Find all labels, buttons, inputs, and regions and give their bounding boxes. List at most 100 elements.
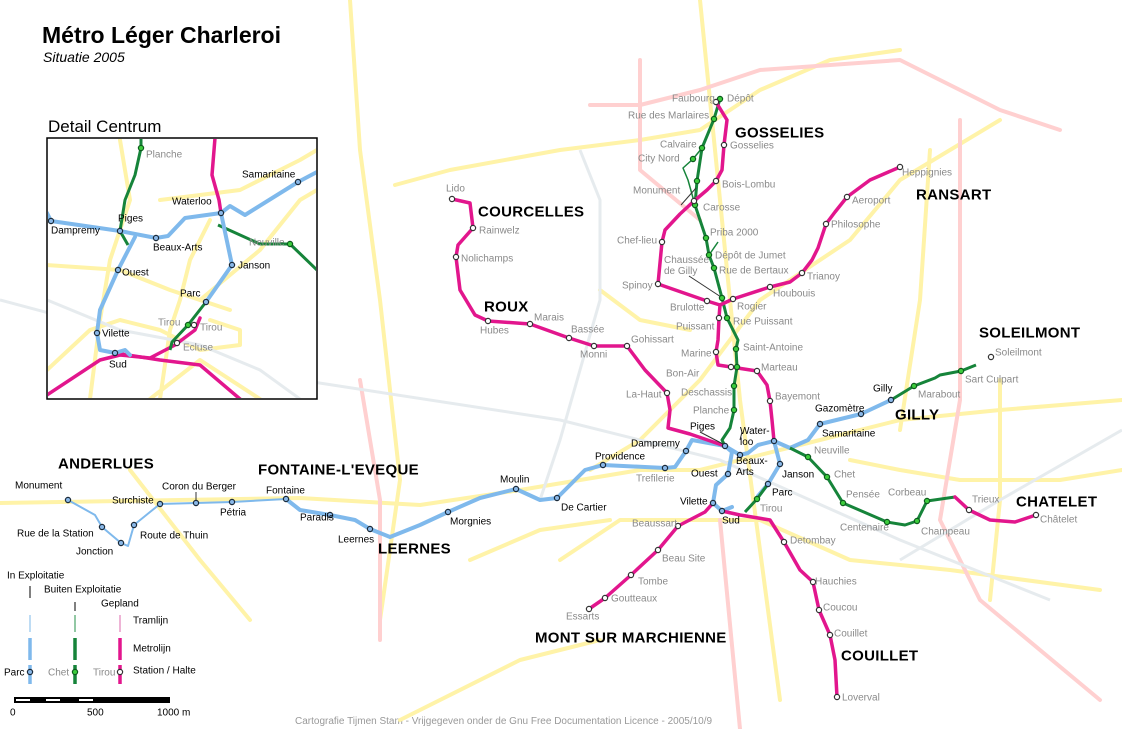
station-marker-icon[interactable]	[689, 155, 697, 163]
station-marker-icon[interactable]	[710, 264, 718, 272]
station-marker-icon[interactable]	[526, 320, 534, 328]
station-marker-icon[interactable]	[627, 571, 635, 579]
station-marker-icon[interactable]	[152, 234, 160, 242]
station[interactable]	[733, 363, 741, 371]
station-marker-icon[interactable]	[987, 353, 995, 361]
station-marker-icon[interactable]	[512, 485, 520, 493]
station-marker-icon[interactable]	[843, 193, 851, 201]
station-moulin[interactable]: Moulin	[500, 474, 529, 493]
station-tombe[interactable]: Tombe	[627, 571, 668, 587]
station-marker-icon[interactable]	[690, 197, 698, 205]
station-loverval[interactable]: Loverval	[833, 692, 880, 703]
station-marker-icon[interactable]	[816, 420, 824, 428]
station-faubourg[interactable]: Faubourg	[672, 93, 720, 106]
station[interactable]	[690, 197, 698, 205]
station-monni[interactable]: Monni	[580, 342, 607, 360]
station-marlaires[interactable]: Rue des Marlaires	[628, 110, 718, 123]
station-marine[interactable]: Marine	[681, 348, 720, 359]
station-bayemont[interactable]: Bayemont	[766, 391, 820, 405]
station-couillet[interactable]: Couillet	[826, 628, 868, 639]
station-marker-icon[interactable]	[730, 406, 738, 414]
station-marker-icon[interactable]	[282, 495, 290, 503]
station-sart-culpart[interactable]: Sart Culpart	[957, 367, 1019, 385]
station-houbouis[interactable]: Houbouis	[766, 283, 815, 299]
station-marker-icon[interactable]	[184, 321, 192, 329]
station-marker-icon[interactable]	[553, 494, 561, 502]
station-dampremy[interactable]: Dampremy	[631, 438, 690, 455]
station-samaritaine[interactable]: Samaritaine	[816, 420, 876, 439]
station-rogier[interactable]: Rogier	[729, 295, 767, 312]
station-marker-icon[interactable]	[156, 500, 164, 508]
station-rue-station[interactable]: Rue de la Station	[17, 523, 106, 539]
station-marker-icon[interactable]	[286, 240, 294, 248]
station-marker-icon[interactable]	[294, 178, 302, 186]
station-marker-icon[interactable]	[913, 517, 921, 525]
station-bon-air[interactable]: Bon-Air	[666, 363, 735, 379]
station-marker-icon[interactable]	[957, 367, 965, 375]
station-marker-icon[interactable]	[217, 209, 225, 217]
station-chatelet[interactable]: Châtelet	[1032, 511, 1077, 525]
station-marker-icon[interactable]	[654, 546, 662, 554]
station-marker-icon[interactable]	[733, 363, 741, 371]
station-rainwelz[interactable]: Rainwelz	[469, 224, 520, 236]
station-sud[interactable]: Sud	[718, 507, 740, 526]
station-marker-icon[interactable]	[444, 508, 452, 516]
station-marker-icon[interactable]	[804, 453, 812, 461]
station-marker-icon[interactable]	[709, 499, 717, 507]
station-marker-icon[interactable]	[116, 227, 124, 235]
station-providence[interactable]: Providence	[595, 451, 645, 469]
station-marker-icon[interactable]	[965, 506, 973, 514]
station-marker-icon[interactable]	[326, 511, 334, 519]
station-marker-icon[interactable]	[712, 98, 720, 106]
station-marker-icon[interactable]	[710, 115, 718, 123]
station-marker-icon[interactable]	[654, 280, 662, 288]
station-marker-icon[interactable]	[599, 461, 607, 469]
station-marker-icon[interactable]	[202, 298, 210, 306]
station-marker-icon[interactable]	[658, 238, 666, 246]
station-marker-icon[interactable]	[98, 523, 106, 531]
station-de-cartier[interactable]: De Cartier	[553, 494, 607, 513]
station-marker-icon[interactable]	[601, 594, 609, 602]
station-depot[interactable]: Dépôt	[716, 93, 754, 104]
station-depot-jumet[interactable]: Dépôt de Jumet	[705, 250, 786, 261]
station-marker-icon[interactable]	[114, 266, 122, 274]
station-monument-a[interactable]: Monument	[15, 480, 72, 504]
station-marker-icon[interactable]	[590, 342, 598, 350]
station-detombay[interactable]: Detombay	[780, 535, 836, 546]
station-vilette[interactable]: Vilette	[680, 496, 717, 507]
station-bertaux[interactable]: Rue de Bertaux	[710, 264, 789, 276]
inset-station-planche[interactable]: Planche	[137, 144, 183, 160]
station-marker-icon[interactable]	[64, 496, 72, 504]
station-city-nord[interactable]: City Nord	[638, 153, 697, 164]
station-centenaire[interactable]: Centenaire	[840, 518, 891, 533]
station-coron[interactable]: Coron du Berger	[162, 481, 237, 507]
inset-station-dampremy[interactable]: Dampremy	[48, 217, 100, 236]
station-marker-icon[interactable]	[674, 522, 682, 530]
station-essarts[interactable]: Essarts	[566, 605, 599, 622]
inset-station-parc[interactable]: Parc	[180, 288, 210, 306]
station-piges[interactable]: Piges	[690, 421, 729, 450]
station-trianoy[interactable]: Trianoy	[798, 269, 840, 282]
station-nolichamps[interactable]: Nolichamps	[452, 253, 513, 264]
station-surchiste[interactable]: Surchiste	[112, 495, 164, 508]
station-marker-icon[interactable]	[718, 294, 726, 302]
station-marker-icon[interactable]	[484, 317, 492, 325]
inset-station-waterloo[interactable]: Waterloo	[172, 196, 225, 217]
station-marker-icon[interactable]	[705, 251, 713, 259]
station-marker-icon[interactable]	[228, 261, 236, 269]
inset-station-vilette[interactable]: Vilette	[93, 328, 130, 339]
station-marker-icon[interactable]	[730, 382, 738, 390]
station-coucou[interactable]: Coucou	[815, 602, 857, 613]
station-marteau[interactable]: Marteau	[753, 362, 798, 375]
station-marker-icon[interactable]	[770, 437, 778, 445]
inset-station-sud[interactable]: Sud	[109, 349, 127, 370]
station-marker-icon[interactable]	[703, 297, 711, 305]
station-marker-icon[interactable]	[661, 464, 669, 472]
station-beaussart[interactable]: Beaussart	[632, 518, 682, 530]
station-marker-icon[interactable]	[729, 295, 737, 303]
station-marker-icon[interactable]	[585, 605, 593, 613]
station-marker-icon[interactable]	[798, 269, 806, 277]
station-carosse[interactable]: Carosse	[691, 201, 741, 213]
station-tirou[interactable]: Tirou	[753, 495, 782, 514]
